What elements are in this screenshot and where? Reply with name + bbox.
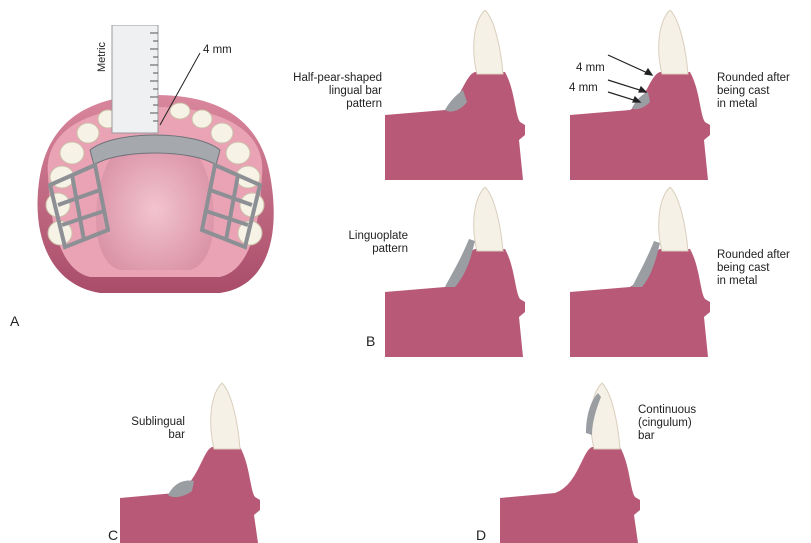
sublingual-label: Sublingual bar (100, 416, 185, 442)
profile-rounded-2 (570, 187, 720, 357)
rounded-label-2: Rounded after being cast in metal (717, 249, 790, 288)
profile-sublingual (120, 373, 270, 543)
measure-label-2: 4 mm (569, 82, 598, 95)
measure-label-1: 4 mm (576, 62, 605, 75)
profile-half-pear (385, 10, 535, 180)
measure-label-4mm: 4 mm (203, 44, 232, 57)
rounded-label-1: Rounded after being cast in metal (717, 72, 790, 111)
continuous-label: Continuous (cingulum) bar (638, 404, 696, 443)
profile-linguoplate (385, 187, 535, 357)
profile-cingulum (500, 373, 650, 543)
profile-rounded-1 (570, 10, 720, 180)
linguoplate-label: Linguoplate pattern (330, 230, 408, 256)
panel-letter-d: D (476, 527, 486, 543)
ruler-text: Metric (96, 42, 109, 72)
half-pear-label: Half-pear-shaped lingual bar pattern (282, 72, 382, 111)
panel-letter-b: B (366, 333, 375, 349)
metric-ruler (112, 25, 158, 133)
panel-letter-c: C (108, 527, 118, 543)
panel-a-illustration (20, 25, 290, 305)
panel-letter-a: A (10, 313, 19, 329)
